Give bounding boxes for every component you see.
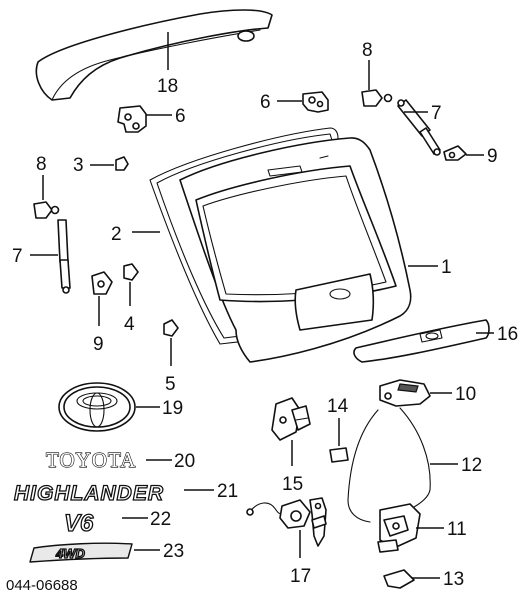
door-hinge-right bbox=[302, 91, 329, 113]
back-door-panel bbox=[179, 137, 412, 363]
callout-17: 17 bbox=[290, 566, 311, 587]
callout-15: 15 bbox=[282, 474, 303, 495]
cable-clip bbox=[329, 447, 349, 463]
lock-cylinder-set bbox=[246, 497, 327, 547]
callout-5: 5 bbox=[165, 374, 176, 395]
lock-clip bbox=[383, 569, 415, 589]
stay-bracket-right bbox=[443, 145, 467, 161]
callout-10: 10 bbox=[455, 384, 476, 405]
callout-9-right: 9 bbox=[487, 146, 498, 167]
rear-spoiler bbox=[35, 9, 273, 101]
callout-18: 18 bbox=[157, 76, 178, 97]
stay-bracket-left-lower bbox=[91, 271, 113, 295]
callout-7-right: 7 bbox=[431, 103, 442, 124]
4wd-emblem-text: 4WD bbox=[55, 546, 86, 561]
catalog-number: 044-06688 bbox=[6, 577, 78, 594]
stay-bracket-left bbox=[33, 201, 60, 219]
callout-16: 16 bbox=[497, 324, 518, 345]
callout-13: 13 bbox=[443, 569, 464, 590]
back-door-stay-left bbox=[57, 219, 71, 294]
outside-handle bbox=[379, 379, 431, 407]
callout-2: 2 bbox=[111, 224, 122, 245]
toyota-name-plate: TOYOTA bbox=[46, 448, 136, 472]
callout-22: 22 bbox=[150, 509, 171, 530]
door-cushion bbox=[115, 156, 129, 171]
callout-21: 21 bbox=[217, 481, 238, 502]
callout-19: 19 bbox=[162, 398, 183, 419]
callout-9-left: 9 bbox=[93, 334, 104, 355]
callout-12: 12 bbox=[461, 455, 482, 476]
4wd-emblem: 4WD bbox=[29, 542, 133, 563]
highlander-name-plate: HIGHLANDER bbox=[14, 482, 164, 505]
callout-20: 20 bbox=[174, 451, 195, 472]
callout-7-left: 7 bbox=[12, 246, 23, 267]
bumper-stop bbox=[123, 263, 139, 281]
callout-4: 4 bbox=[124, 314, 135, 335]
back-door-stay-right bbox=[397, 99, 441, 156]
callout-8-top: 8 bbox=[362, 40, 373, 61]
callout-3: 3 bbox=[73, 155, 84, 176]
callout-8-left: 8 bbox=[36, 154, 47, 175]
door-hinge-left bbox=[117, 105, 147, 133]
toyota-logo-emblem bbox=[58, 382, 136, 432]
callout-11: 11 bbox=[447, 519, 467, 540]
callout-14: 14 bbox=[327, 396, 349, 417]
stay-bracket-top bbox=[361, 89, 393, 107]
license-plate-garnish bbox=[353, 319, 490, 363]
callout-6-right: 6 bbox=[260, 92, 271, 113]
v6-emblem: V6 bbox=[64, 510, 94, 537]
callout-1: 1 bbox=[441, 257, 452, 278]
callout-23: 23 bbox=[163, 541, 184, 562]
lock-cable bbox=[347, 407, 431, 523]
door-cushion-lower bbox=[163, 319, 179, 337]
door-lock-assembly bbox=[377, 503, 421, 553]
door-lock-actuator bbox=[271, 397, 311, 441]
callout-6-left: 6 bbox=[175, 106, 186, 127]
